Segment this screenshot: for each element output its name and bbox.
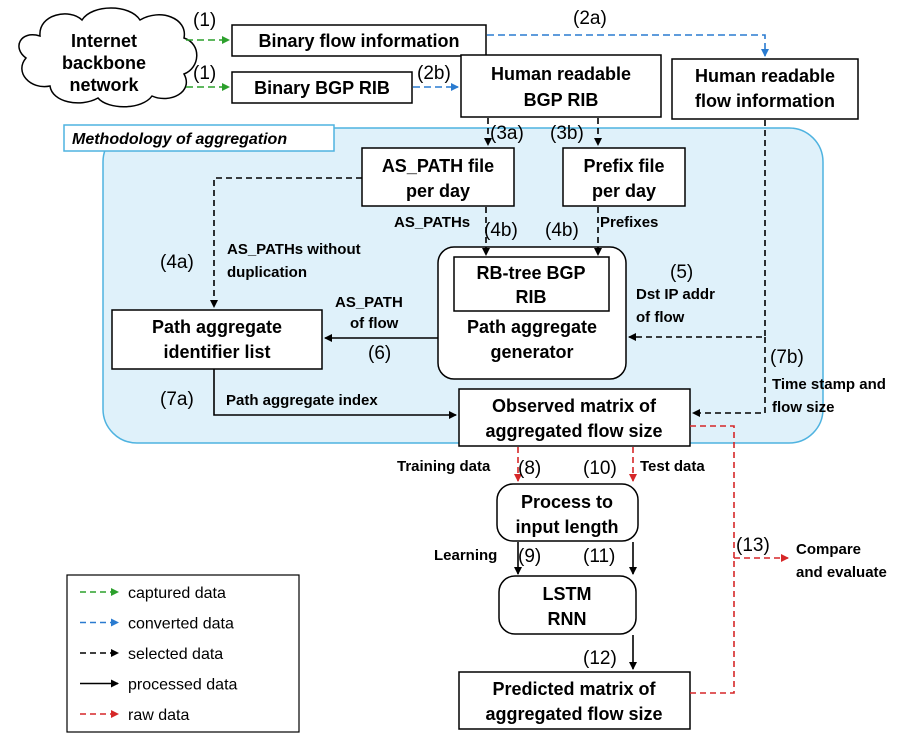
box-process-line1: Process to (521, 492, 613, 512)
step-3a: (3a) (490, 123, 524, 144)
methodology-title-box (63, 124, 335, 152)
box-lstm-line2: RNN (548, 609, 587, 629)
arrow-7b (692, 337, 766, 417)
box-observed-matrix: Observed matrix of aggregated flow size (458, 388, 691, 447)
box-observed-line2: aggregated flow size (485, 421, 662, 441)
legend-label-selected: selected data (128, 646, 223, 663)
cloud-line-2: backbone (62, 53, 146, 73)
legend-label-converted: converted data (128, 616, 234, 633)
arrow-13-top (690, 425, 735, 558)
box-prefix-file-line2: per day (592, 181, 656, 201)
step-3b: (3b) (550, 123, 584, 144)
step-2a: (2a) (573, 8, 607, 29)
box-hr-bgp: Human readable BGP RIB (460, 54, 662, 118)
step-6: (6) (368, 343, 391, 364)
box-path-list-line1: Path aggregate (152, 317, 282, 337)
box-prefix-file-line1: Prefix file (583, 156, 664, 176)
box-predicted-matrix: Predicted matrix of aggregated flow size (458, 671, 691, 730)
arrow-2a (487, 34, 769, 57)
box-binary-bgp: Binary BGP RIB (231, 71, 413, 104)
box-path-list: Path aggregate identifier list (111, 309, 323, 370)
step-4b-right: (4b) (545, 220, 579, 241)
legend: captured data converted data selected data… (66, 574, 300, 733)
label-test: Test data (640, 458, 705, 475)
box-lstm-line1: LSTM (543, 584, 592, 604)
legend-label-raw: raw data (128, 707, 189, 724)
legend-label-captured: captured data (128, 585, 226, 602)
box-path-generator-line2: generator (490, 342, 573, 362)
step-5: (5) (670, 262, 693, 283)
box-rb-tree-line1: RB-tree BGP (476, 263, 585, 283)
label-as-path-flow-1: AS_PATH (335, 294, 403, 311)
box-hr-flow-line2: flow information (695, 91, 835, 111)
box-process-line2: input length (516, 517, 619, 537)
label-learning: Learning (434, 547, 497, 564)
box-path-generator-line1: Path aggregate (467, 317, 597, 337)
box-hr-bgp-line2: BGP RIB (524, 90, 599, 110)
box-process-input: Process to input length (496, 483, 639, 542)
box-as-path-file-line2: per day (406, 181, 470, 201)
box-rb-tree-line2: RIB (516, 287, 547, 307)
step-13: (13) (736, 535, 770, 556)
arrow-4a (210, 177, 362, 308)
box-as-path-file-line1: AS_PATH file (382, 156, 494, 176)
box-path-list-line2: identifier list (163, 342, 270, 362)
label-prefixes: Prefixes (600, 214, 658, 231)
step-2b: (2b) (417, 63, 451, 84)
step-12: (12) (583, 648, 617, 669)
step-7b: (7b) (770, 347, 804, 368)
arrow-7a (213, 369, 457, 419)
label-as-path-flow-2: of flow (350, 315, 399, 332)
label-timestamp-2: flow size (772, 399, 835, 416)
label-no-dup-2: duplication (227, 264, 307, 281)
step-11: (11) (583, 546, 615, 567)
label-as-paths: AS_PATHs (394, 214, 470, 231)
box-as-path-file: AS_PATH file per day (361, 147, 515, 207)
internet-cloud: Internet backbone network (18, 7, 198, 108)
box-hr-flow: Human readable flow information (671, 58, 859, 120)
step-4a: (4a) (160, 252, 194, 273)
step-8: (8) (518, 458, 541, 479)
box-binary-flow-text: Binary flow information (258, 31, 459, 51)
label-no-dup-1: AS_PATHs without (227, 241, 361, 258)
step-10: (10) (583, 458, 617, 479)
step-9: (9) (518, 546, 541, 567)
box-hr-bgp-line1: Human readable (491, 64, 631, 84)
box-binary-bgp-text: Binary BGP RIB (254, 78, 390, 98)
legend-label-processed: processed data (128, 677, 238, 694)
label-timestamp-1: Time stamp and (772, 376, 886, 393)
box-rb-tree (453, 256, 610, 312)
arrow-5 (628, 120, 766, 341)
box-prefix-file: Prefix file per day (562, 147, 686, 207)
methodology-title: Methodology of aggregation (72, 131, 287, 148)
box-observed-line1: Observed matrix of (492, 396, 657, 416)
step-7a: (7a) (160, 389, 194, 410)
step-1b: (1) (193, 63, 216, 84)
step-1a: (1) (193, 10, 216, 31)
cloud-line-3: network (69, 75, 139, 95)
box-binary-flow: Binary flow information (231, 24, 487, 57)
label-dst-ip-1: Dst IP addr (636, 286, 715, 303)
label-path-index: Path aggregate index (226, 392, 378, 409)
label-dst-ip-2: of flow (636, 309, 685, 326)
step-4b-left: (4b) (484, 220, 518, 241)
label-training: Training data (397, 458, 491, 475)
arrow-13-bottom (690, 558, 735, 694)
label-compare-2: and evaluate (796, 564, 887, 581)
box-predicted-line2: aggregated flow size (485, 704, 662, 724)
box-lstm: LSTM RNN (498, 575, 637, 635)
label-compare-1: Compare (796, 541, 861, 558)
box-predicted-line1: Predicted matrix of (492, 679, 656, 699)
cloud-line-1: Internet (71, 31, 137, 51)
box-hr-flow-line1: Human readable (695, 66, 835, 86)
box-path-generator: RB-tree BGP RIB Path aggregate generator (437, 246, 627, 380)
